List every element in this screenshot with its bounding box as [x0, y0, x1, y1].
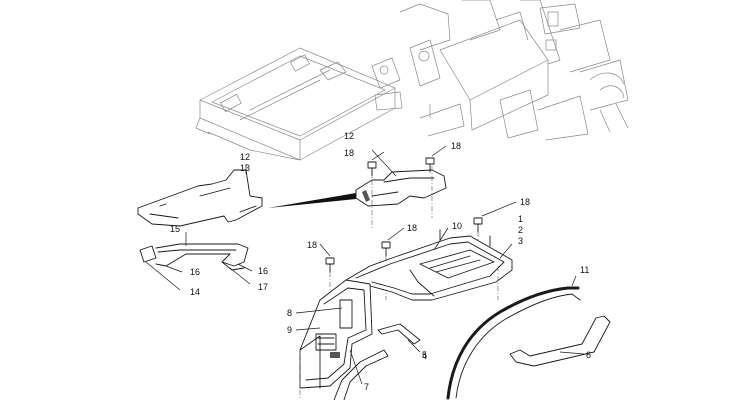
callout-18-a: 18: [344, 148, 354, 158]
bolt-18-d: [381, 241, 391, 257]
callout-12-center: 12: [344, 131, 354, 141]
callout-11: 11: [580, 265, 589, 275]
callout-5: 5: [422, 350, 427, 360]
callout-4: 4: [422, 351, 427, 361]
part-15-bracket: [139, 232, 253, 291]
callout-3: 3: [518, 236, 523, 246]
callout-13: 13: [240, 163, 250, 173]
assembly-direction-arrow: [268, 193, 356, 208]
callout-14: 14: [190, 287, 200, 297]
bolt-18-a: [367, 161, 377, 177]
callout-1: 1: [518, 214, 523, 224]
callout-17: 17: [258, 282, 268, 292]
callout-16-left: 16: [190, 267, 200, 277]
callout-9: 9: [287, 325, 292, 335]
part-4-seal-strip: [377, 323, 421, 353]
bolt-18-b: [425, 157, 435, 173]
callout-15: 15: [170, 224, 180, 234]
callout-7: 7: [364, 382, 369, 392]
callout-8: 8: [287, 308, 292, 318]
callout-18-c: 18: [307, 240, 317, 250]
part-8-9-side-panel: [295, 279, 373, 400]
part-11-rubber-seal: [446, 275, 581, 400]
part-12-13-cover-plate: [137, 164, 263, 227]
callout-12-left: 12: [240, 152, 250, 162]
part-12-upper-cover: [355, 149, 447, 230]
bolt-18-e: [473, 217, 483, 233]
callout-18-b: 18: [451, 141, 461, 151]
bolt-18-set: [319, 145, 517, 320]
callout-18-e: 18: [520, 197, 530, 207]
callout-labels: 1 2 3 4 5 6 7 8 9 10 11 12 13 12 14 15 1…: [170, 131, 591, 392]
callout-18-d: 18: [407, 223, 417, 233]
callout-2: 2: [518, 225, 523, 235]
bolt-18-c: [325, 257, 335, 273]
part-6-rubber-strip: [509, 315, 611, 367]
callout-10: 10: [452, 221, 462, 231]
part-1-2-3-floor-panel: [345, 227, 513, 301]
callout-16-right: 16: [258, 266, 268, 276]
part-7-seal-strip: [333, 349, 389, 400]
machine-frame-outline: [195, 0, 629, 161]
callout-6: 6: [586, 350, 591, 360]
